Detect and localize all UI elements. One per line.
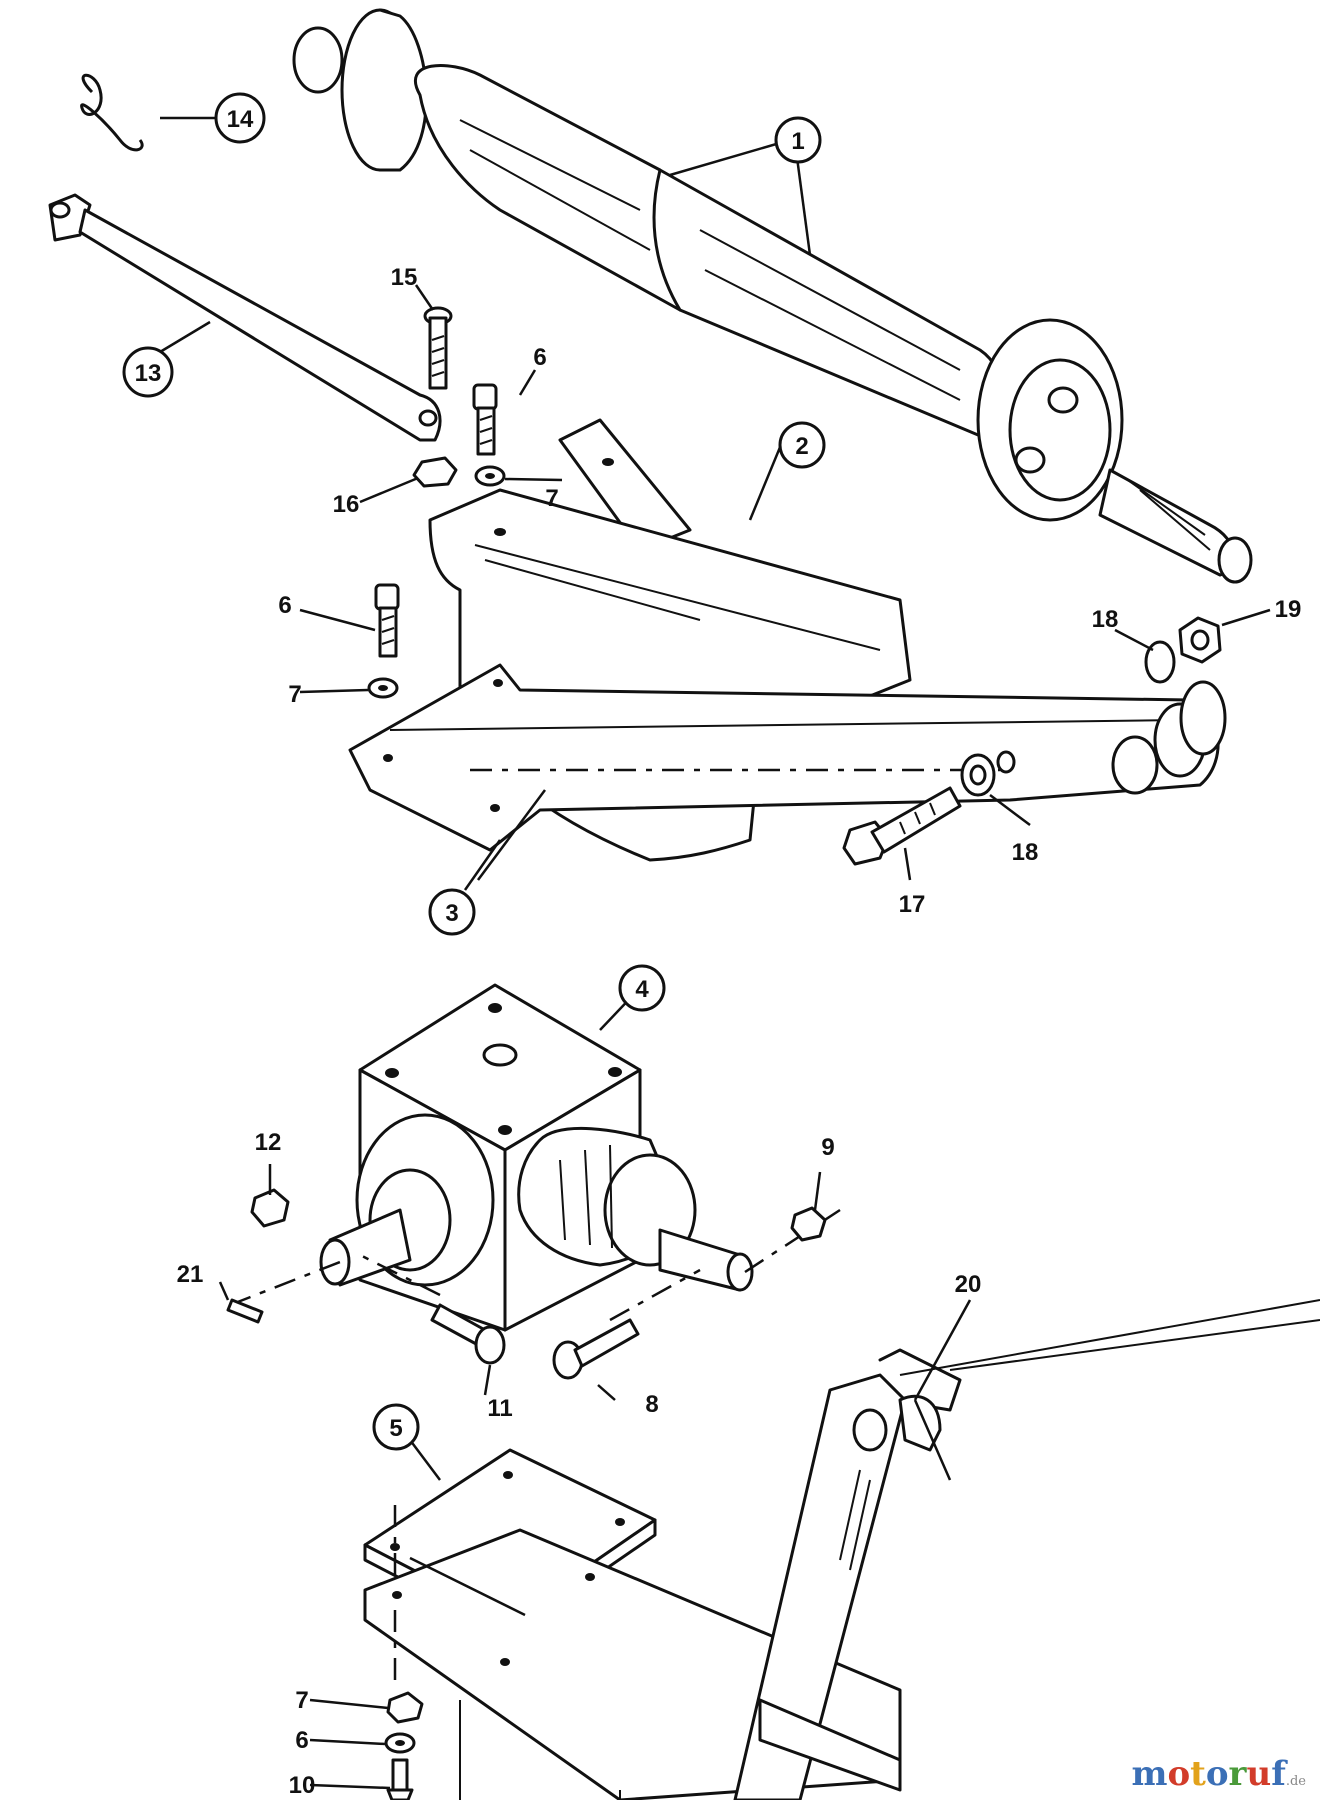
label-18-upper: 18 xyxy=(1092,606,1119,633)
bolt-11-part xyxy=(430,1303,506,1365)
pto-shaft-part xyxy=(292,8,1253,584)
callout-13: 13 xyxy=(122,346,174,398)
washer-18-lower-part xyxy=(960,750,1016,797)
nut-8-part xyxy=(386,1691,424,1724)
label-18-lower: 18 xyxy=(1012,839,1039,866)
label-6-bottom: 10 xyxy=(289,1772,316,1799)
callout-14-label: 14 xyxy=(227,106,254,133)
watermark-letter: o xyxy=(1205,1754,1229,1794)
washer-7-bottom-part xyxy=(384,1732,416,1754)
washer-7-top-part xyxy=(474,465,506,487)
watermark-letter: f xyxy=(1271,1754,1286,1794)
bolt-15-part xyxy=(423,306,453,390)
label-6-top: 6 xyxy=(533,344,546,371)
callout-4: 4 xyxy=(618,964,666,1012)
callout-4-label: 4 xyxy=(635,976,649,1003)
label-8: 7 xyxy=(295,1687,308,1714)
ring-18-upper-part xyxy=(1144,640,1176,684)
callout-14: 14 xyxy=(214,92,266,144)
label-19: 19 xyxy=(1275,596,1302,623)
frame-beam-part xyxy=(348,663,1227,852)
label-12: 12 xyxy=(255,1129,282,1156)
label-21: 21 xyxy=(177,1261,204,1288)
label-16: 16 xyxy=(333,491,360,518)
washer-7-mid-part xyxy=(367,677,399,699)
leader-lines xyxy=(159,116,1271,1790)
bolt-9-part xyxy=(552,1318,640,1380)
callout-1-label: 1 xyxy=(791,128,804,155)
bolt-6-top-part xyxy=(472,383,498,456)
label-6-mid: 6 xyxy=(278,592,291,619)
nut-16-part xyxy=(412,456,458,488)
gearbox-part xyxy=(319,983,754,1332)
callout-3-label: 3 xyxy=(445,900,458,927)
watermark-letter: m xyxy=(1131,1754,1168,1794)
label-11: 11 xyxy=(487,1395,512,1422)
callout-3: 3 xyxy=(428,888,476,936)
callout-1: 1 xyxy=(774,116,822,164)
nut-19-part xyxy=(1178,616,1222,664)
label-7-mid: 7 xyxy=(288,681,301,708)
label-10: 9 xyxy=(821,1134,834,1161)
callout-5-label: 5 xyxy=(389,1415,402,1442)
watermark-text: motoruf xyxy=(1131,1754,1285,1794)
key-21-part xyxy=(226,1298,264,1324)
watermark-letter: t xyxy=(1190,1754,1206,1794)
callout-13-label: 13 xyxy=(135,360,162,387)
label-9: 8 xyxy=(645,1391,658,1418)
nut-10-part xyxy=(790,1206,827,1242)
watermark-logo: motoruf.de xyxy=(1131,1754,1306,1794)
bolt-6-bottom-part xyxy=(386,1758,414,1800)
nut-12-part xyxy=(250,1188,290,1228)
callout-5: 5 xyxy=(372,1403,420,1451)
bolt-6-mid-part xyxy=(374,583,400,658)
label-7-bottom: 6 xyxy=(295,1727,308,1754)
label-17: 17 xyxy=(899,891,926,918)
bolt-17-part xyxy=(842,786,962,866)
callout-2-label: 2 xyxy=(795,433,808,460)
watermark-letter: o xyxy=(1167,1754,1191,1794)
s-hook-part xyxy=(80,73,144,152)
stay-rod-part xyxy=(48,193,442,442)
label-15: 15 xyxy=(391,264,418,291)
frame-arm-part xyxy=(733,1299,1320,1800)
callout-2: 2 xyxy=(778,421,826,469)
watermark-letter: u xyxy=(1246,1754,1272,1794)
watermark-suffix: .de xyxy=(1285,1774,1306,1789)
label-7-top: 7 xyxy=(545,485,558,512)
label-20: 20 xyxy=(955,1271,982,1298)
watermark-letter: r xyxy=(1228,1754,1247,1794)
